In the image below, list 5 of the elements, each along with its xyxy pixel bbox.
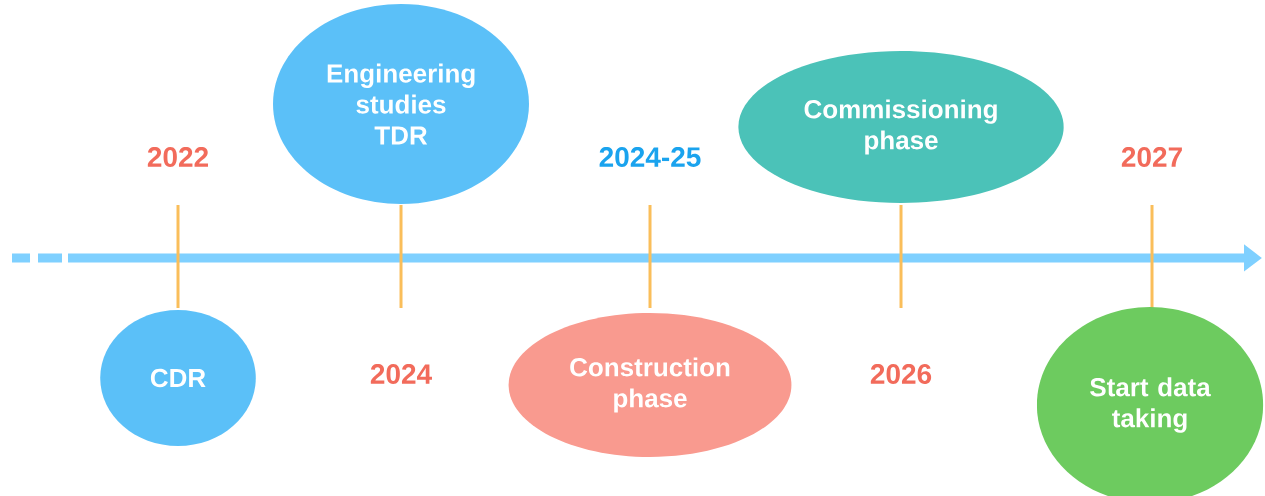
- year-label: 2027: [1121, 147, 1182, 167]
- year-label: 2026: [870, 364, 932, 384]
- year-label: 2024-25: [599, 147, 701, 167]
- year-label: 2024: [370, 364, 432, 384]
- year-label: 2022: [147, 147, 208, 167]
